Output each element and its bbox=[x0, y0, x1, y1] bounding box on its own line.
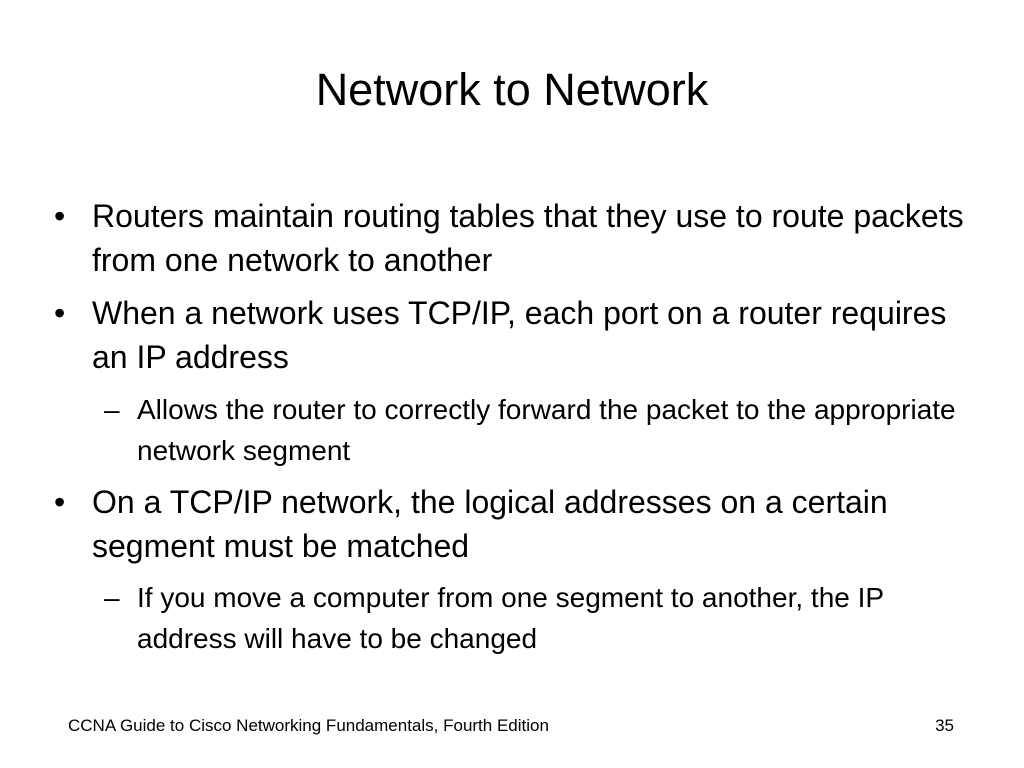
bullet-item-tcpip-port: • When a network uses TCP/IP, each port … bbox=[54, 291, 974, 379]
bullet-text: When a network uses TCP/IP, each port on… bbox=[92, 295, 947, 375]
sub-bullet-item-move-computer: – If you move a computer from one segmen… bbox=[104, 577, 964, 659]
bullet-text: On a TCP/IP network, the logical address… bbox=[92, 484, 888, 564]
footer-page-number: 35 bbox=[935, 716, 954, 735]
bullet-item-routing-tables: • Routers maintain routing tables that t… bbox=[54, 194, 974, 282]
bullet-marker: • bbox=[54, 198, 66, 234]
bullet-item-logical-addresses: • On a TCP/IP network, the logical addre… bbox=[54, 480, 974, 568]
bullet-list: • Routers maintain routing tables that t… bbox=[54, 194, 974, 659]
sub-bullet-marker: – bbox=[104, 582, 120, 613]
bullet-marker: • bbox=[54, 295, 66, 331]
sub-bullet-item-forward-packet: – Allows the router to correctly forward… bbox=[104, 389, 964, 471]
sub-bullet-marker: – bbox=[104, 394, 120, 425]
sub-bullet-text: If you move a computer from one segment … bbox=[137, 582, 884, 654]
bullet-text: Routers maintain routing tables that the… bbox=[92, 198, 964, 278]
footer-book-title: CCNA Guide to Cisco Networking Fundament… bbox=[68, 716, 549, 735]
slide-title: Network to Network bbox=[315, 64, 709, 115]
sub-bullet-text: Allows the router to correctly forward t… bbox=[137, 394, 956, 466]
bullet-marker: • bbox=[54, 484, 66, 520]
